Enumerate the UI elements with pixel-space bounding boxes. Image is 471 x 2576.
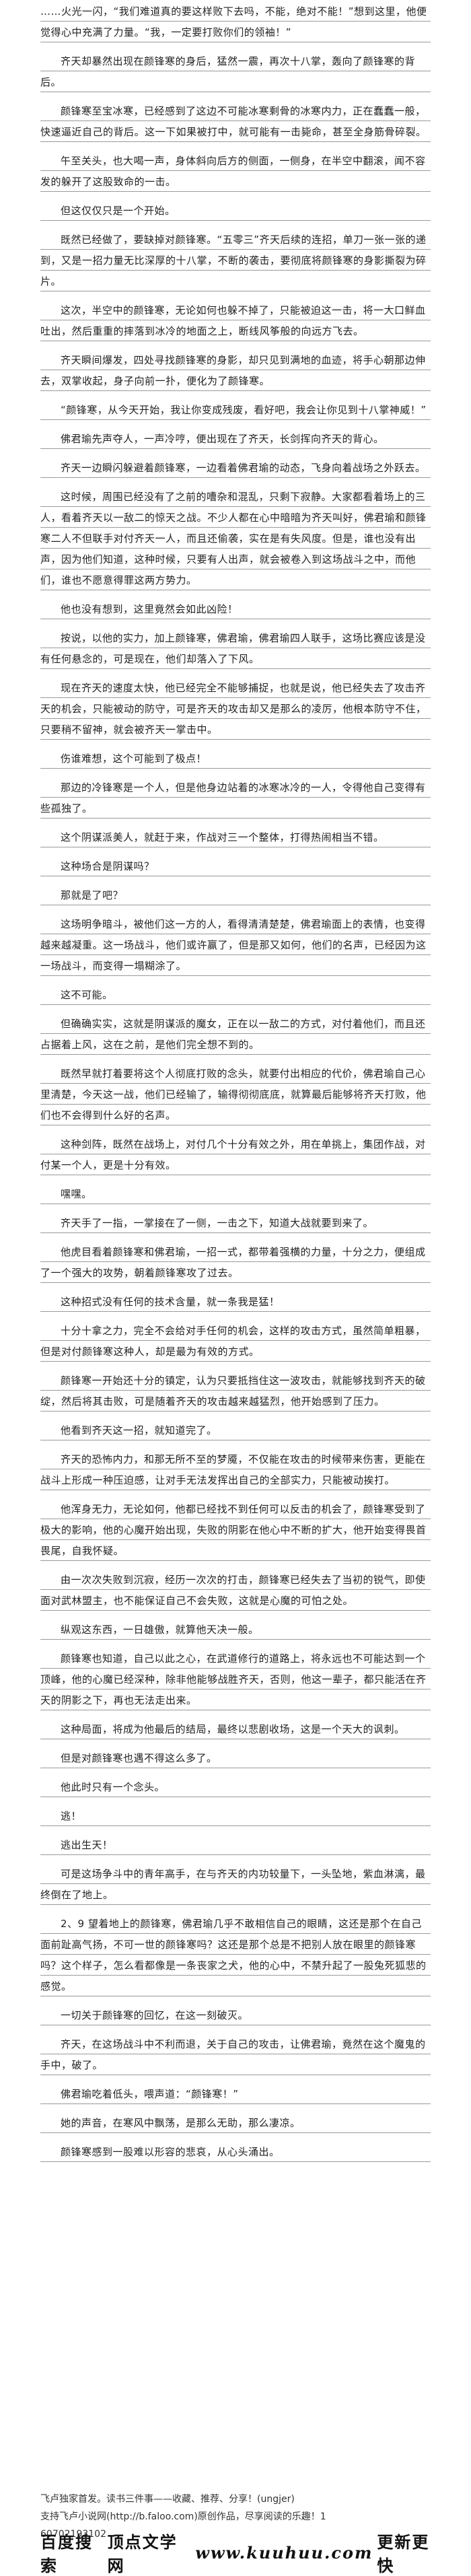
watermark-url: www.kuuhuu.com (195, 2542, 373, 2563)
paragraph: 按说，以他的实力，加上颜锋寒，佛君瑜，佛君瑜四人联手，这场比赛应该是没有任何悬念… (40, 628, 431, 670)
paragraph: 逃出生天！ (40, 1835, 431, 1856)
paragraph: 纵观这东西，一日雄傲，就算他天决一般。 (40, 1620, 431, 1640)
paragraph: 由一次次失败到沉寂，经历一次次的打击，颜锋寒已经失去了当初的锐气，即使面对武林盟… (40, 1570, 431, 1611)
paragraph: ……火光一闪，“我们难道真的要这样败下去吗，不能，绝对不能！”想到这里，他便觉得… (40, 1, 431, 43)
paragraph: 颜锋寒至宝冰寒，已经感到了这边不可能冰寒剩骨的冰寒内力，正在蠢蠢一般，快速逼近自… (40, 101, 431, 143)
paragraph: 齐天手了一指，一掌接在了一侧，一击之下，知道大战就要到来了。 (40, 1213, 431, 1234)
paragraph: 2、9 望着地上的颜锋寒，佛君瑜几乎不敢相信自己的眼睛，这还是那个在自己面前趾高… (40, 1914, 431, 1997)
paragraph: 颜锋寒一开始还十分的镇定，认为只要抵挡住这一波攻击，就能够找到齐天的破绽，然后将… (40, 1370, 431, 1412)
paragraph: 伤谁难想，这个可能到了极点！ (40, 749, 431, 769)
paragraph: 这个阴谋派美人，就赶于来，作战对三一个整体，打得热闹相当不错。 (40, 827, 431, 848)
paragraph: 午至关头，也大喝一声，身体斜向后方的侧面，一侧身，在半空中翻滚，闻不容发的躲开了… (40, 151, 431, 193)
paragraph: 嘿嘿。 (40, 1184, 431, 1205)
site-watermark-bar: 百度搜索 顶点文学网 www.kuuhuu.com 更新更快 (40, 2532, 444, 2575)
paragraph: 他看到齐天这一招，就知道完了。 (40, 1420, 431, 1441)
paragraph: 这时候，周围已经没有了之前的嘈杂和混乱，只剩下寂静。大家都看着场上的三人，看着齐… (40, 487, 431, 591)
paragraph: “颜锋寒，从今天开始，我让你变成残废，看好吧，我会让你见到十八掌神威！” (40, 400, 431, 421)
paragraph: 可是这场争斗中的青年高手，在与齐天的内功较量下，一头坠地，紫血淋漓，最终倒在了地… (40, 1864, 431, 1906)
paragraph: 佛君瑜吃着低头，喂声道：“颜锋寒！” (40, 2084, 431, 2105)
paragraph: 齐天瞬间爆发，四处寻找颜锋寒的身影，却只见到满地的血迹，将手心朝那边伸去，双掌收… (40, 350, 431, 392)
chapter-text: ……火光一闪，“我们难道真的要这样败下去吗，不能，绝对不能！”想到这里，他便觉得… (40, 1, 431, 2163)
footer-id: 60702193102 (40, 2529, 106, 2540)
paragraph: 佛君瑜先声夺人，一声冷哼，便出现在了齐天，长剑挥向齐天的背心。 (40, 429, 431, 450)
paragraph: 既然早就打着要将这个人彻底打败的念头，就要付出相应的代价，佛君瑜自己心里清楚，今… (40, 1064, 431, 1126)
paragraph: 但是对颜锋寒也遇不得这么多了。 (40, 1748, 431, 1769)
paragraph: 齐天却暴然出现在颜锋寒的身后，猛然一震，再次十八掌，轰向了颜锋寒的背后。 (40, 51, 431, 93)
paragraph: 那边的冷锋寒是一个人，但是他身边站着的冰寒冰冷的一人，令得他自己变得有些孤独了。 (40, 777, 431, 819)
paragraph: 十分十拿之力，完全不会给对手任何的机会，这样的攻击方式，虽然简单粗暴，但是对付颜… (40, 1321, 431, 1362)
paragraph: 这种局面，将成为他最后的结局，最终以悲剧收场，这是一个天大的讽刺。 (40, 1719, 431, 1740)
chapter-footer: 飞卢独家首发。读书三件事——收藏、推荐、分享！(ungjer) 支持飞卢小说网(… (40, 2491, 431, 2543)
paragraph: 颜锋寒感到一股难以形容的悲哀，从心头涌出。 (40, 2142, 431, 2163)
watermark-brand-text: 顶点文学网 (107, 2532, 178, 2575)
paragraph: 这种剑阵，既然在战场上，对付几个十分有效之外，用在单挑上，集团作战，对付某一个人… (40, 1134, 431, 1176)
paragraph: 这场明争暗斗，被他们这一方的人，看得清清楚楚，佛君瑜面上的表情，也变得越来越凝重… (40, 914, 431, 977)
paragraph: 这不可能。 (40, 985, 431, 1006)
paragraph: 但确确实实，这就是阴谋派的魔女，正在以一敌二的方式，对付着他们，而且还占据着上风… (40, 1014, 431, 1055)
watermark-slogan: 更新更快 (377, 2532, 430, 2575)
paragraph: 但这仅仅只是一个开始。 (40, 201, 431, 221)
paragraph: 既然已经做了，要缺掉对颜锋寒。“五零三”齐天后续的连招，单刀一张一张的递到，又是… (40, 230, 431, 292)
footer-site-note: 支持飞卢小说网(http://b.faloo.com)原创作品，尽享阅读的乐趣！… (40, 2511, 326, 2522)
paragraph: 他虎目看着颜锋寒和佛君瑜，一招一式，都带着强横的力量，十分之力，便组成了一个强大… (40, 1242, 431, 1284)
paragraph: 现在齐天的速度太快，他已经完全不能够捕捉，也就是说，他已经失去了攻击齐天的机会，… (40, 678, 431, 740)
paragraph: 逃！ (40, 1806, 431, 1827)
paragraph: 这种场合是阴谋吗？ (40, 856, 431, 877)
paragraph: 一切关于颜锋寒的回忆，在这一刻破灭。 (40, 2005, 431, 2026)
paragraph: 她的声音，在寒风中飘荡，是那么无助，那么凄凉。 (40, 2113, 431, 2134)
paragraph: 他也没有想到，这里竟然会如此凶险！ (40, 599, 431, 620)
footer-share-note: 飞卢独家首发。读书三件事——收藏、推荐、分享！(ungjer) (40, 2494, 295, 2505)
watermark-search-text: 百度搜索 (40, 2532, 93, 2575)
paragraph: 那就是了吧？ (40, 885, 431, 906)
paragraph: 他此时只有一个念头。 (40, 1777, 431, 1798)
paragraph: 齐天一边瞬闪躲避着颜锋寒，一边看着佛君瑜的动态，飞身向着战场之外跃去。 (40, 458, 431, 479)
paragraph: 齐天的恐怖内力，和那无所不至的梦魇，不仅能在攻击的时候带来伤害，更能在战斗上形成… (40, 1449, 431, 1491)
paragraph: 颜锋寒也知道，自己以此之心，在武道修行的道路上，将永远也不可能达到一个顶峰，他的… (40, 1648, 431, 1711)
paragraph: 这种招式没有任何的技术含量，就一条我是猛！ (40, 1292, 431, 1313)
paragraph: 他浑身无力，无论如何，他都已经找不到任何可以反击的机会了，颜锋寒受到了极大的影响… (40, 1499, 431, 1562)
paragraph: 齐天，在这场战斗中不利而退，关于自己的攻击，让佛君瑜，竟然在这个魔鬼的手中，破了… (40, 2034, 431, 2076)
paragraph: 这次，半空中的颜锋寒，无论如何也躲不掉了，只能被迫这一击，将一大口鲜血吐出，然后… (40, 300, 431, 342)
